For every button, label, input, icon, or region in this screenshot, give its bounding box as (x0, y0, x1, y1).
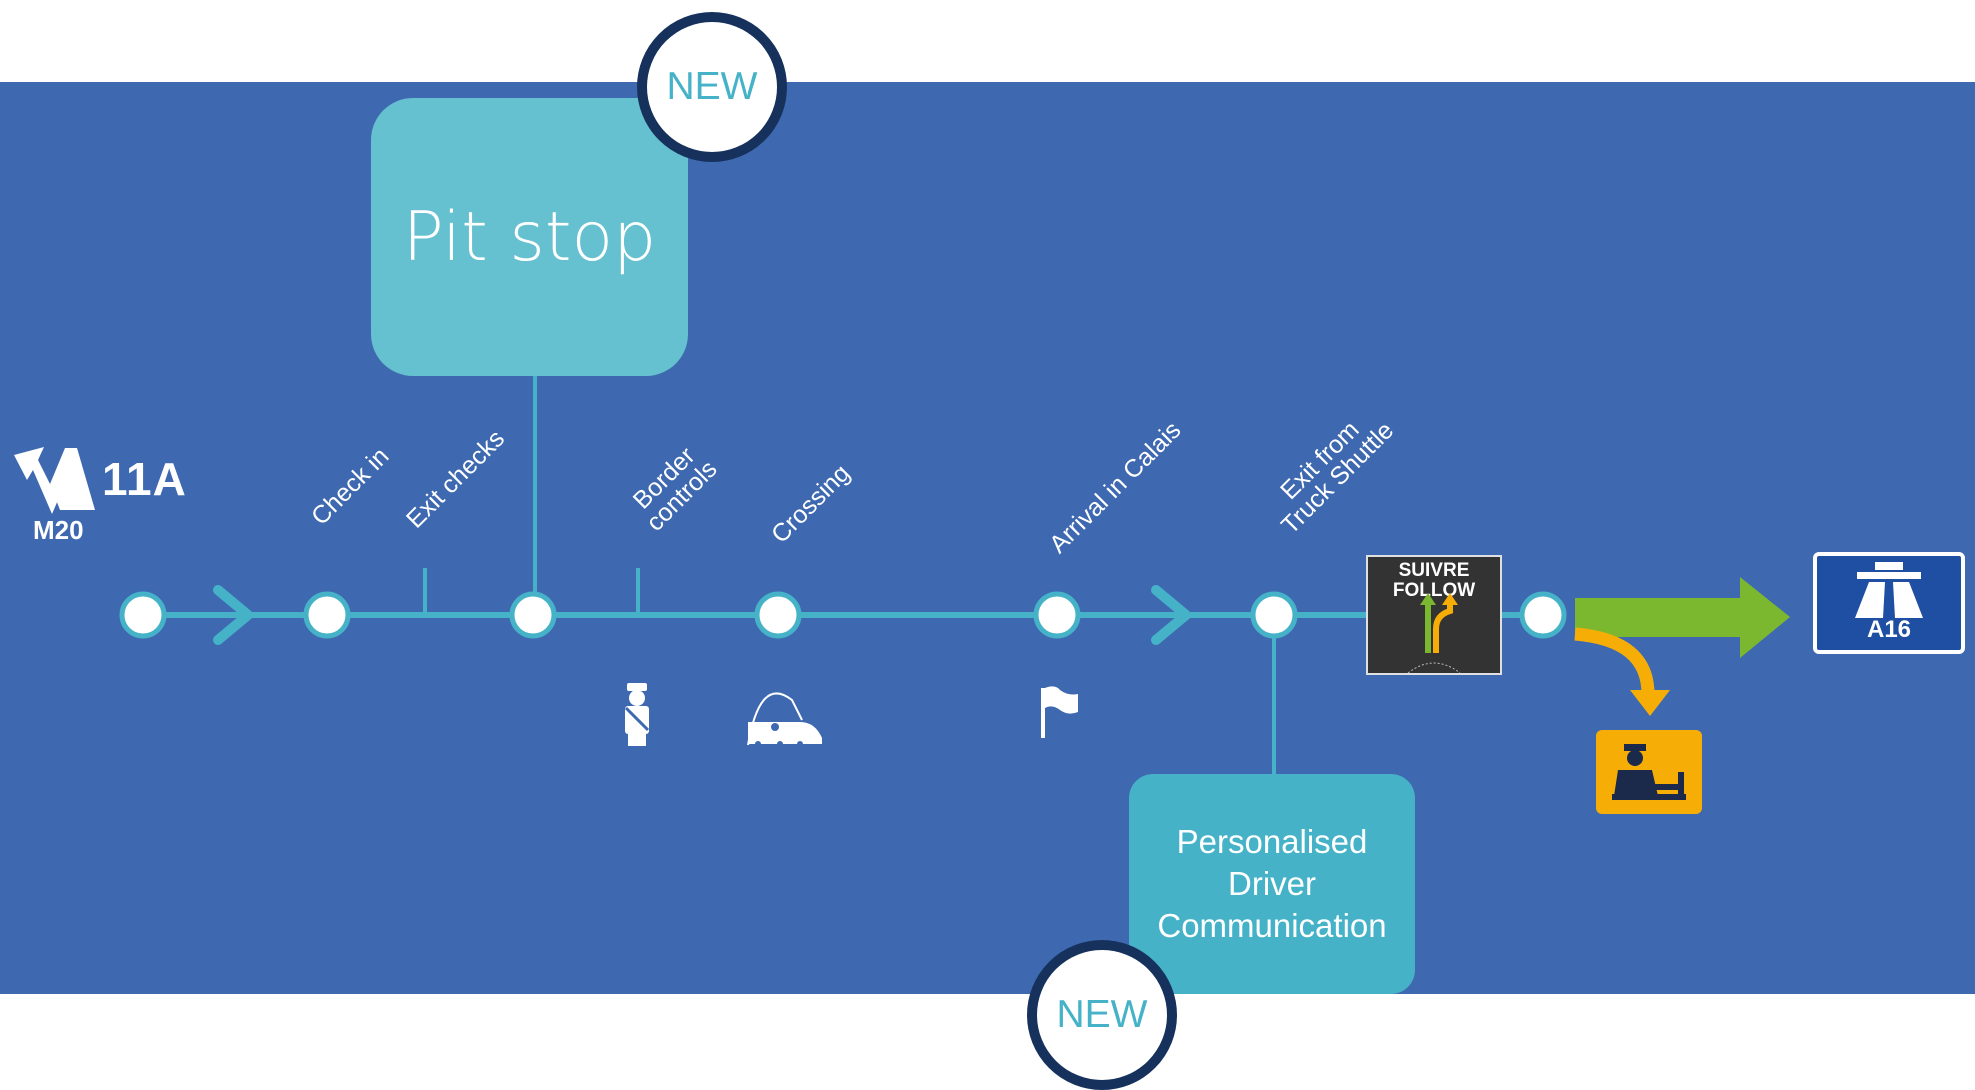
customs-arrow-icon (1574, 627, 1655, 695)
exit-arrow-icon (1575, 577, 1790, 658)
new-badge-text: NEW (1056, 993, 1148, 1036)
motorway-road-name: M20 (33, 515, 84, 545)
follow-sign-line1: SUIVRE (1398, 560, 1470, 581)
pit-stop-box: Pit stop (371, 98, 688, 376)
chevron-icon (1151, 585, 1191, 645)
follow-sign-text: SUIVRE FOLLOW (1368, 561, 1500, 601)
driver-comm-line: Personalised (1176, 823, 1368, 860)
follow-sign: SUIVRE FOLLOW (1366, 555, 1502, 675)
customs-box (1596, 730, 1702, 814)
timeline-node (1250, 591, 1298, 639)
chevron-icon (213, 585, 253, 645)
follow-sign-line2: FOLLOW (1392, 580, 1476, 601)
new-badge-text: NEW (666, 65, 758, 108)
new-badge-driver-comm: NEW (1027, 940, 1177, 1090)
driver-comm-line: Driver (1228, 865, 1316, 902)
driver-comm-line: Communication (1157, 907, 1387, 944)
timeline-node (754, 591, 802, 639)
timeline-node (119, 591, 167, 639)
a16-label: A16 (1866, 616, 1912, 643)
motorway-exit-icon (14, 447, 95, 514)
train-shuttle-icon (747, 692, 822, 747)
border-officer-icon (625, 683, 649, 746)
timeline-band (0, 82, 1975, 994)
pit-stop-label: Pit stop (402, 197, 657, 277)
timeline-node (1033, 591, 1081, 639)
flag-icon (1041, 686, 1078, 738)
new-badge-pit-stop: NEW (637, 12, 787, 162)
customs-officer-icon (1612, 744, 1686, 800)
split-arrow-icon (1407, 593, 1461, 673)
timeline-node (1519, 591, 1567, 639)
motorway-junction-number: 11A (102, 453, 187, 505)
page-title: RVIEW (52, 0, 328, 17)
driver-communication-box: Personalised Driver Communication (1129, 774, 1415, 994)
timeline-node (509, 591, 557, 639)
timeline-node (303, 591, 351, 639)
a16-motorway-sign: A16 (1813, 552, 1965, 654)
motorway-icon (1855, 562, 1923, 618)
